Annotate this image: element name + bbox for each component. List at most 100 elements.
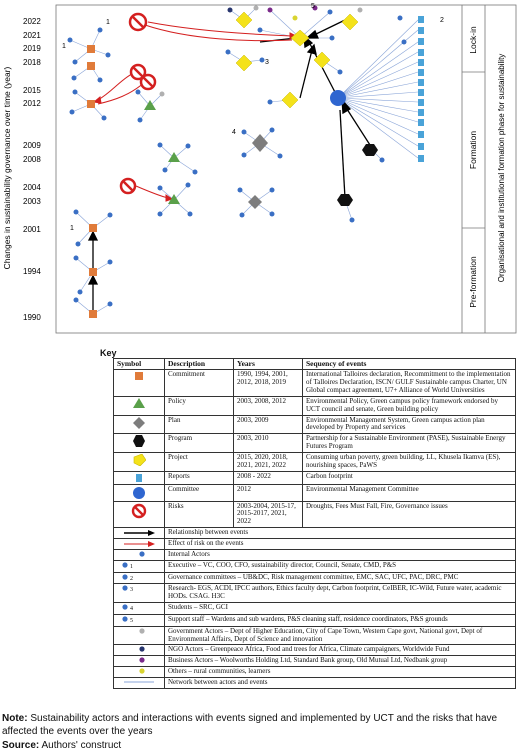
year-2009: 2009 xyxy=(23,141,41,150)
key-description: Policy xyxy=(164,395,234,416)
actor-row-research: 3 Research- EGS, ACDI, IPCC authors, Eth… xyxy=(113,583,516,604)
key-years: 2015, 2020, 2018, 2021, 2021, 2022 xyxy=(233,451,303,472)
actor-row-students: 4 Students – SRC, GCI xyxy=(113,602,516,615)
key-header-events: Sequency of events xyxy=(302,357,516,371)
key-events: Environmental Management Committee xyxy=(302,483,516,502)
year-2019: 2019 xyxy=(23,44,41,53)
key-row-network: Network between actors and events xyxy=(113,676,516,689)
actor-row-business: Business Actors – Woolworths Holding Ltd… xyxy=(113,655,516,668)
node-label-two: 2 xyxy=(440,17,444,24)
actor-row-government: Government Actors – Dept of Higher Educa… xyxy=(113,625,516,646)
actor-row-ngo: NGO Actors – Greenpeace Africa, Food and… xyxy=(113,644,516,657)
actor-label: Business Actors – Woolworths Holding Ltd… xyxy=(164,655,516,668)
actor-label: Governance committees – UB&DC, Risk mana… xyxy=(164,571,516,585)
key-description: Risks xyxy=(164,500,234,528)
actor-row-governance: 2 Governance committees – UB&DC, Risk ma… xyxy=(113,571,516,585)
commitment-node-2012 xyxy=(87,100,95,108)
key-row-plan: Plan 2003, 2009 Environmental Management… xyxy=(113,414,516,435)
key-description: Plan xyxy=(164,414,234,435)
key-table: Symbol Description Years Sequency of eve… xyxy=(113,357,516,689)
actor-row-executive: 1 Executive – VC, COO, CFO, sustainabili… xyxy=(113,559,516,573)
committee-symbol xyxy=(113,483,165,502)
policy-node-2012 xyxy=(144,100,156,110)
key-years: 2003, 2009 xyxy=(233,414,303,435)
actor-label: Internal Actors xyxy=(164,548,516,561)
project-node-2022a xyxy=(235,11,253,29)
key-years: 1990, 1994, 2001, 2012, 2018, 2019 xyxy=(233,369,303,397)
business-actor-dot xyxy=(113,655,165,668)
project-node-2021 xyxy=(290,29,310,47)
key-row-project: Project 2015, 2020, 2018, 2021, 2021, 20… xyxy=(113,451,516,472)
reports-symbol xyxy=(113,470,165,485)
key-title: Key xyxy=(100,348,117,358)
project-symbol xyxy=(113,451,165,472)
actor-label: Support staff – Wardens and sub wardens,… xyxy=(164,613,516,627)
program-node-2003 xyxy=(337,194,353,206)
policy-node-2008 xyxy=(168,152,180,162)
phase-axis-label: Organisational and institutional formati… xyxy=(497,54,506,283)
key-header-description: Description xyxy=(164,357,234,371)
phase-lock-in: Lock-in xyxy=(468,26,478,54)
key-years: 2012 xyxy=(233,483,303,502)
project-node-2020 xyxy=(313,51,331,69)
project-node-2018 xyxy=(235,54,253,72)
node-label-five: 5 xyxy=(311,3,315,10)
source-text: Authors' construct xyxy=(41,740,122,751)
report-nodes xyxy=(418,16,424,162)
program-symbol xyxy=(113,433,165,453)
node-label-three: 3 xyxy=(265,59,269,66)
note-text: Sustainability actors and interactions w… xyxy=(2,713,498,737)
actor-label: NGO Actors – Greenpeace Africa, Food and… xyxy=(164,644,516,657)
y-axis-label: Changes in sustainability governance ove… xyxy=(2,66,12,269)
key-description: Commitment xyxy=(164,369,234,397)
key-row-relationship: Relationship between events xyxy=(113,526,516,539)
note-label: Note: xyxy=(2,713,28,724)
actor-dots-other xyxy=(159,5,363,97)
key-row-risks: Risks 2003-2004, 2015-17, 2015-2017, 202… xyxy=(113,500,516,528)
node-label-one-c: 1 xyxy=(70,225,74,232)
actor-row-others: Others – rural communities, learners xyxy=(113,666,516,678)
risk-effect-arrow-symbol xyxy=(113,537,165,550)
relationship-label: Relationship between events xyxy=(164,526,516,539)
commitment-node-1994 xyxy=(89,268,97,276)
key-description: Reports xyxy=(164,470,234,485)
key-row-committee: Committee 2012 Environmental Management … xyxy=(113,483,516,502)
support-actor-dot: 5 xyxy=(113,613,165,627)
project-node-2015 xyxy=(281,91,299,109)
figure-note: Note: Sustainability actors and interact… xyxy=(2,712,518,738)
government-actor-dot xyxy=(113,625,165,646)
project-node-2022b xyxy=(341,13,359,31)
risk-nodes xyxy=(119,12,157,195)
key-years: 2003, 2010 xyxy=(233,433,303,453)
key-row-program: Program 2003, 2010 Partnership for a Sus… xyxy=(113,433,516,453)
source-label: Source: xyxy=(2,740,40,751)
year-2021: 2021 xyxy=(23,31,41,40)
node-label-one-a: 1 xyxy=(62,43,66,50)
governance-actor-dot: 2 xyxy=(113,571,165,585)
key-row-risk-effect: Effect of risk on the events xyxy=(113,537,516,550)
plan-node-2003 xyxy=(248,195,262,209)
program-node-2010 xyxy=(362,144,378,156)
year-1990: 1990 xyxy=(23,313,41,322)
actor-label: Research- EGS, ACDI, IPCC authors, Ethic… xyxy=(164,583,516,604)
ngo-actor-dot xyxy=(113,644,165,657)
research-actor-dot: 3 xyxy=(113,583,165,604)
key-years: 2003, 2008, 2012 xyxy=(233,395,303,416)
key-events: Carbon footprint xyxy=(302,470,516,485)
policy-symbol xyxy=(113,395,165,416)
year-2012: 2012 xyxy=(23,99,41,108)
phase-formation: Formation xyxy=(468,131,478,170)
key-events: Environmental Management System, Green c… xyxy=(302,414,516,435)
key-description: Program xyxy=(164,433,234,453)
risk-effect-label: Effect of risk on the events xyxy=(164,537,516,550)
governance-network-diagram: Changes in sustainability governance ove… xyxy=(2,3,517,334)
commitment-node-2018 xyxy=(87,62,95,70)
diagram-frame xyxy=(55,4,517,334)
key-description: Committee xyxy=(164,483,234,502)
key-description: Project xyxy=(164,451,234,472)
year-2015: 2015 xyxy=(23,86,41,95)
actor-label: Executive – VC, COO, CFO, sustainability… xyxy=(164,559,516,573)
year-2003: 2003 xyxy=(23,197,41,206)
relationship-arrow-symbol xyxy=(113,526,165,539)
relationship-arrows xyxy=(87,19,371,312)
